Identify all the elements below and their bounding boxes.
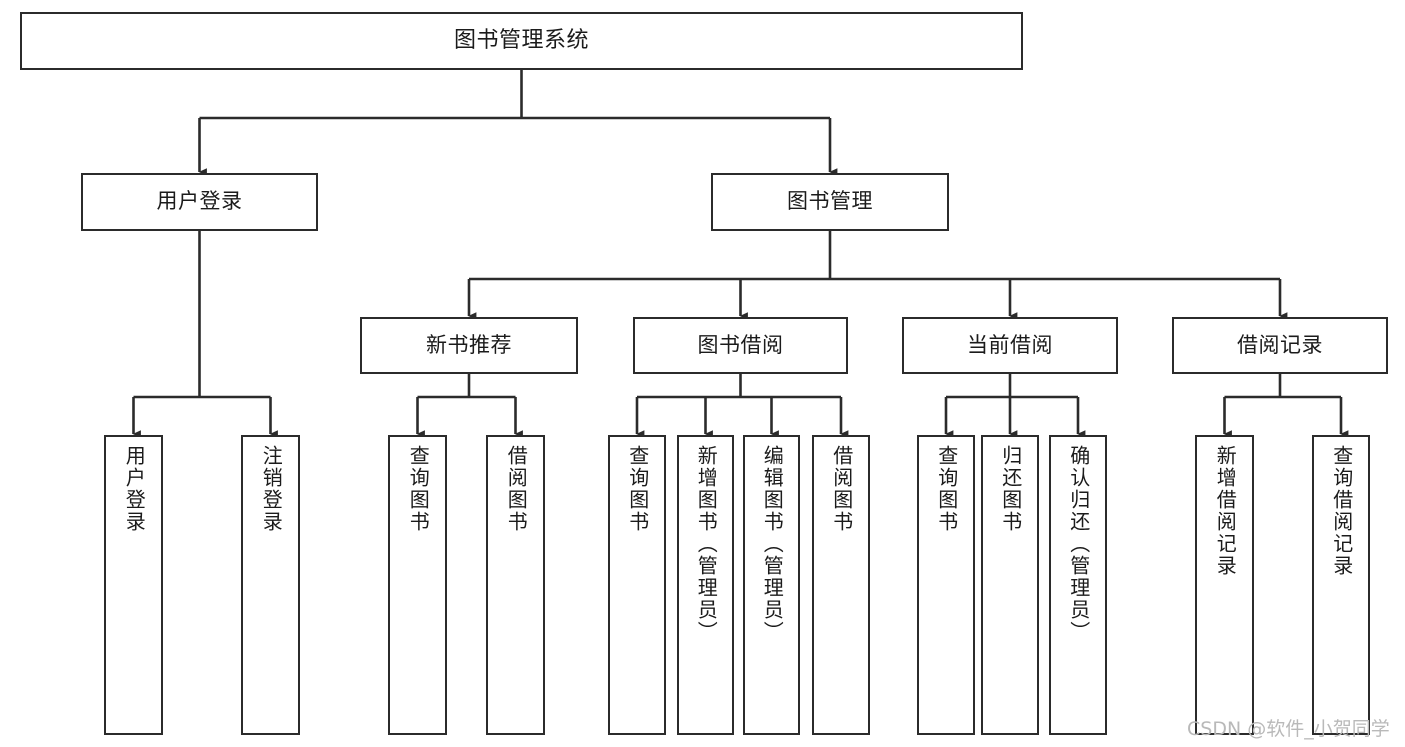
leaf-borrow-edit-book[interactable]: 编辑图书（管理员）: [743, 435, 800, 735]
leaf-current-return-book[interactable]: 归还图书: [981, 435, 1039, 735]
node-borrow-record[interactable]: 借阅记录: [1172, 317, 1388, 374]
node-root[interactable]: 图书管理系统: [20, 12, 1023, 70]
leaf-record-query[interactable]: 查询借阅记录: [1312, 435, 1370, 735]
leaf-current-confirm-return-label: 确认归还（管理员）: [1066, 445, 1091, 643]
node-user-login-label: 用户登录: [156, 189, 243, 214]
leaf-user-login[interactable]: 用户登录: [104, 435, 163, 735]
leaf-borrow-borrow-book-label: 借阅图书: [829, 445, 854, 533]
node-book-management[interactable]: 图书管理: [711, 173, 949, 231]
leaf-borrow-borrow-book[interactable]: 借阅图书: [812, 435, 870, 735]
node-current-borrow-label: 当前借阅: [967, 332, 1053, 357]
node-borrow-record-label: 借阅记录: [1237, 332, 1323, 357]
leaf-borrow-edit-book-label: 编辑图书（管理员）: [760, 445, 785, 643]
leaf-borrow-add-book-label: 新增图书（管理员）: [694, 445, 719, 643]
node-user-login[interactable]: 用户登录: [81, 173, 318, 231]
leaf-user-logout[interactable]: 注销登录: [241, 435, 300, 735]
node-book-borrow[interactable]: 图书借阅: [633, 317, 848, 374]
leaf-borrow-add-book[interactable]: 新增图书（管理员）: [677, 435, 734, 735]
leaf-current-query-book[interactable]: 查询图书: [917, 435, 975, 735]
node-root-label: 图书管理系统: [453, 28, 589, 54]
leaf-user-login-label: 用户登录: [122, 445, 147, 533]
node-book-management-label: 图书管理: [787, 189, 873, 214]
leaf-newbook-query-book[interactable]: 查询图书: [388, 435, 447, 735]
leaf-borrow-query-book-label: 查询图书: [625, 445, 650, 533]
leaf-record-query-label: 查询借阅记录: [1329, 445, 1354, 577]
leaf-current-return-book-label: 归还图书: [998, 445, 1023, 533]
leaf-current-query-book-label: 查询图书: [934, 445, 959, 533]
leaf-newbook-borrow-book-label: 借阅图书: [504, 445, 529, 533]
leaf-record-add[interactable]: 新增借阅记录: [1195, 435, 1254, 735]
node-new-book-recommendation[interactable]: 新书推荐: [360, 317, 578, 374]
leaf-current-confirm-return[interactable]: 确认归还（管理员）: [1049, 435, 1107, 735]
leaf-user-logout-label: 注销登录: [259, 445, 284, 533]
leaf-borrow-query-book[interactable]: 查询图书: [608, 435, 666, 735]
node-current-borrow[interactable]: 当前借阅: [902, 317, 1118, 374]
leaf-newbook-query-book-label: 查询图书: [406, 445, 431, 533]
node-new-book-recommendation-label: 新书推荐: [426, 332, 512, 357]
leaf-newbook-borrow-book[interactable]: 借阅图书: [486, 435, 545, 735]
watermark: CSDN @软件_小贺同学: [1187, 718, 1390, 740]
leaf-record-add-label: 新增借阅记录: [1213, 445, 1238, 577]
node-book-borrow-label: 图书借阅: [697, 332, 784, 357]
